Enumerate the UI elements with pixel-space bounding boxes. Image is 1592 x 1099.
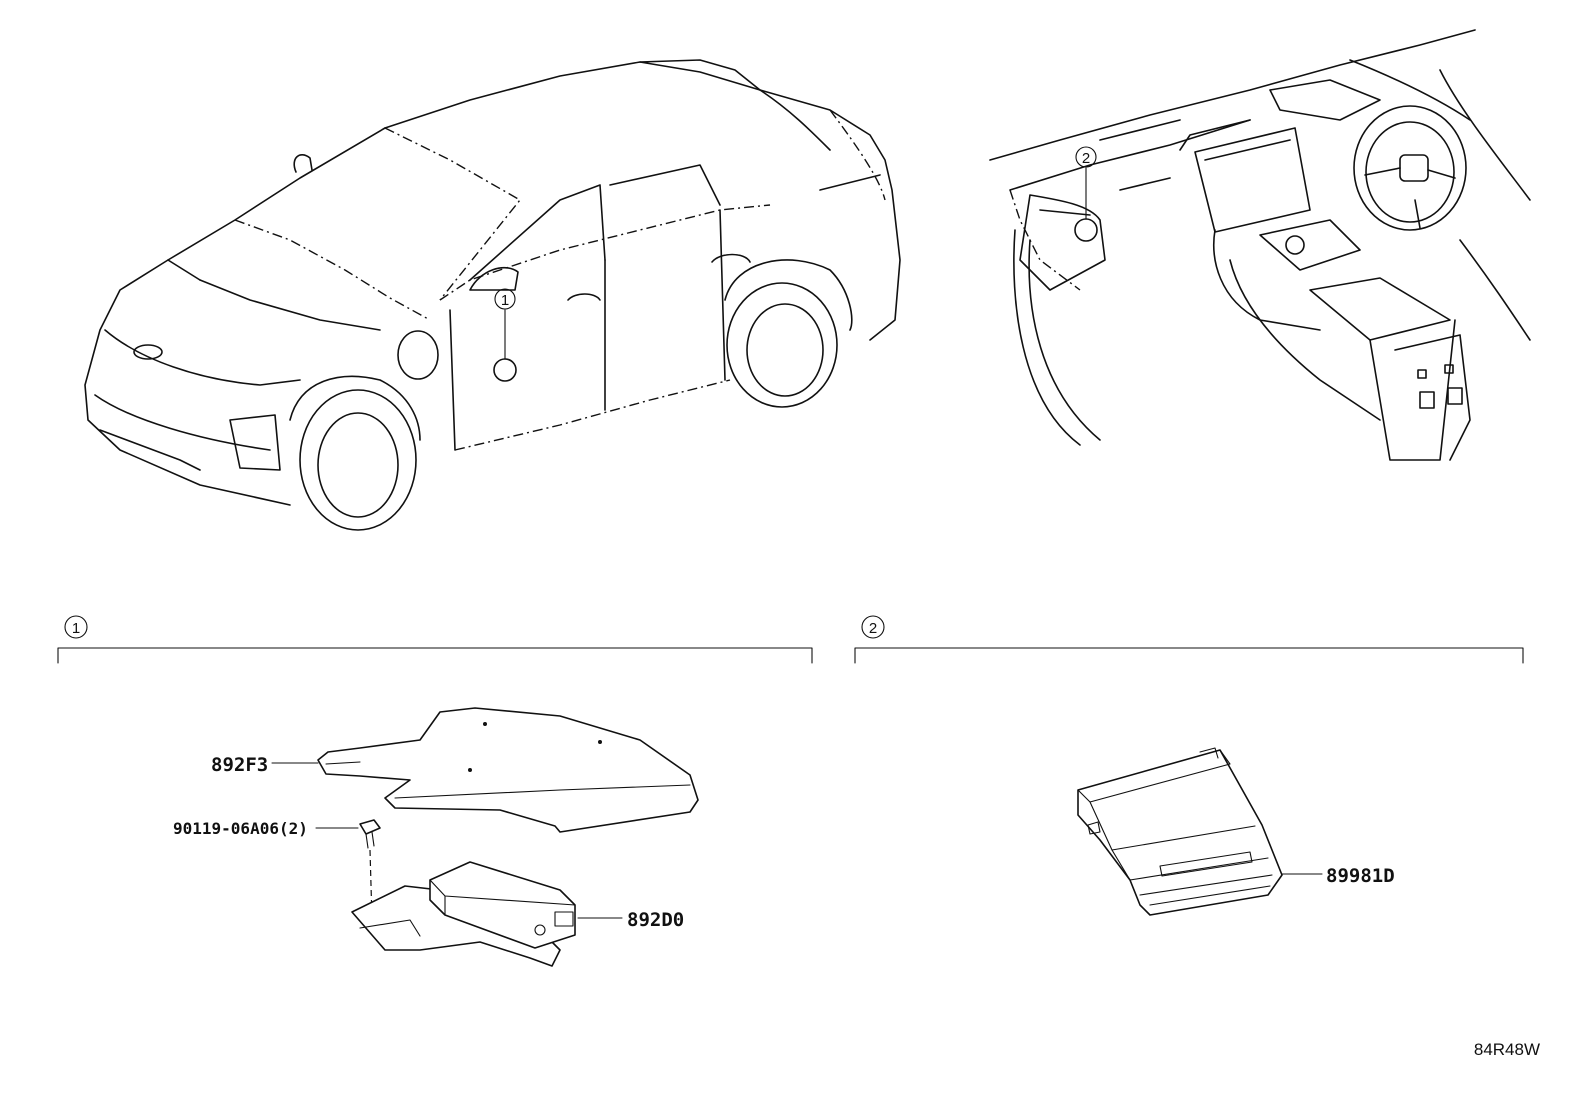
- section-2: 2 89981D: [854, 615, 1524, 916]
- module-89981D-illustration: [1077, 747, 1283, 916]
- section-2-marker: 2: [869, 620, 877, 637]
- part-label-89981D: 89981D: [1326, 865, 1395, 887]
- part-label-bolt: 90119-06A06(2): [173, 819, 308, 838]
- callout-2-badge: 2: [1075, 146, 1097, 168]
- callout-1-label: 1: [501, 292, 509, 309]
- vehicle-exterior-illustration: [84, 59, 901, 531]
- bolt-illustration: [359, 819, 381, 921]
- section-1-bracket: [57, 647, 813, 664]
- callout-2-label: 2: [1082, 150, 1090, 167]
- part-label-892D0: 892D0: [627, 909, 684, 931]
- section-1-marker: 1: [72, 620, 80, 637]
- cabin-interior-illustration: [989, 29, 1531, 461]
- part-label-892F3: 892F3: [211, 754, 268, 776]
- section-2-bracket: [854, 647, 1524, 664]
- callout-1-badge: 1: [494, 288, 516, 310]
- diagram-code: 84R48W: [1474, 1040, 1540, 1059]
- section-1: 1 892F3 90119-06A06(2): [57, 615, 813, 967]
- cover-part-illustration: [317, 707, 699, 833]
- module-892D0-illustration: [351, 861, 576, 967]
